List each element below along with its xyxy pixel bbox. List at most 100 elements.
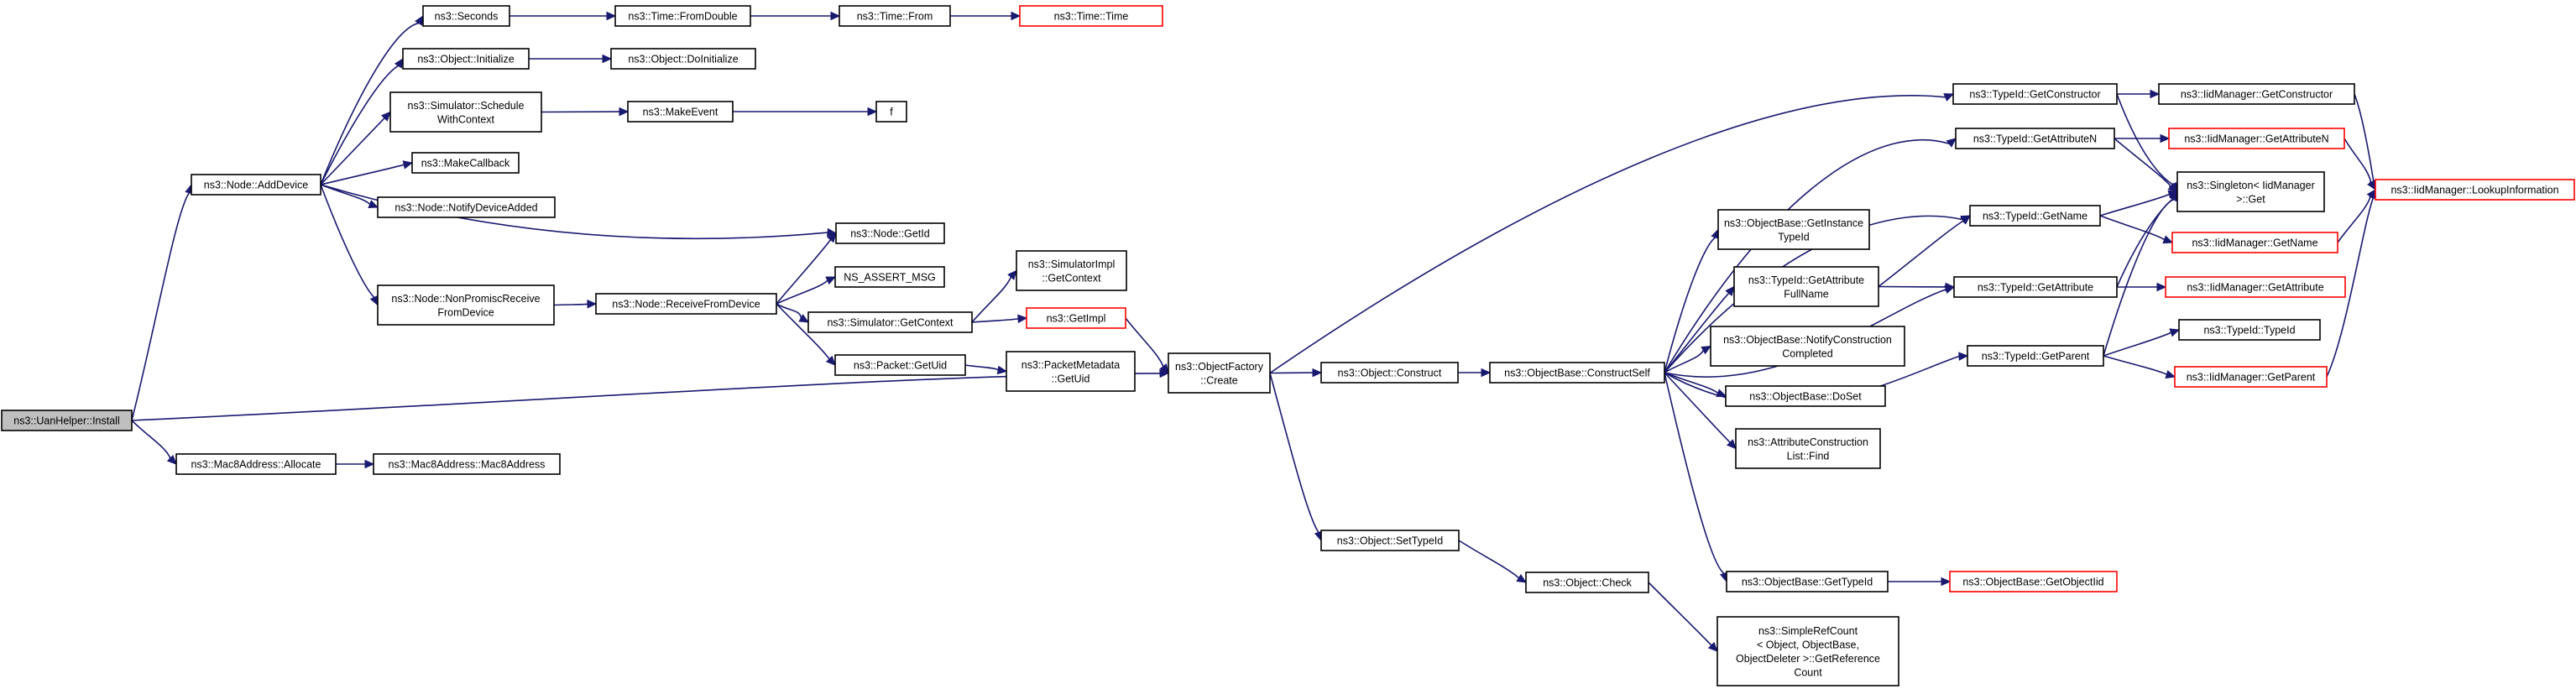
node-constructself[interactable]: ns3::ObjectBase::ConstructSelf	[1489, 362, 1665, 384]
node-box-packetgetuid	[834, 354, 966, 376]
node-simplerefcount[interactable]: ns3::SimpleRefCount< Object, ObjectBase,…	[1716, 616, 1899, 686]
node-box-mac8alloc	[175, 453, 337, 475]
arrowhead-recvfromdev-to-packetgetuid	[825, 355, 836, 366]
edge-adddevice-to-schedctx	[320, 117, 385, 185]
node-label-objdoinit-line-0: ns3::Object::DoInitialize	[628, 54, 738, 65]
arrowhead-adddevice-to-nodegetid	[827, 227, 838, 237]
node-getimpl[interactable]: ns3::GetImpl	[1026, 307, 1126, 329]
node-singletonget[interactable]: ns3::Singleton< IidManager>::Get	[2176, 171, 2325, 212]
arrowhead-adddevice-to-nonpromisc	[369, 295, 379, 306]
node-getobjectiid[interactable]: ns3::ObjectBase::GetObjectIid	[1949, 571, 2118, 592]
node-simgetctx[interactable]: ns3::Simulator::GetContext	[807, 311, 973, 333]
edge-tidgetattrfull-to-tidgetname	[1878, 220, 1964, 288]
node-objdoinit[interactable]: ns3::Object::DoInitialize	[610, 48, 756, 70]
node-iidgetparent[interactable]: ns3::IidManager::GetParent	[2174, 366, 2328, 388]
edge-tidgetname-to-iidgetname	[2099, 215, 2166, 241]
node-label-simplerefcount-line-0: ns3::SimpleRefCount	[1758, 625, 1858, 637]
edge-iidgetname-to-iidlookup	[2337, 196, 2371, 243]
node-box-tidgetname	[1969, 205, 2101, 227]
node-mac8ctor[interactable]: ns3::Mac8Address::Mac8Address	[373, 453, 561, 475]
node-box-tidgetattr	[1953, 276, 2118, 298]
node-nsassert[interactable]: NS_ASSERT_MSG	[834, 266, 945, 288]
node-box-getinsttypeid	[1717, 209, 1870, 250]
node-box-adddevice	[191, 174, 321, 196]
node-install[interactable]: ns3::UanHelper::Install	[1, 410, 133, 431]
node-objinit[interactable]: ns3::Object::Initialize	[402, 48, 530, 70]
node-objfactcreate[interactable]: ns3::ObjectFactory::Create	[1168, 352, 1271, 394]
edge-tidgetparent-to-singletonget	[2103, 198, 2175, 357]
node-box-attrconstrfind	[1735, 428, 1881, 469]
node-label-nodegetid-line-0: ns3::Node::GetId	[850, 228, 930, 240]
node-box-notifyconstr	[1710, 326, 1905, 367]
node-packetgetuid[interactable]: ns3::Packet::GetUid	[834, 354, 966, 376]
node-tidgetparent[interactable]: ns3::TypeId::GetParent	[1967, 345, 2104, 367]
arrowhead-getimpl-to-objfactcreate	[1159, 363, 1169, 374]
node-label-f-line-0: f	[890, 107, 893, 118]
edge-constructself-to-notifyconstr	[1664, 350, 1705, 373]
node-makeevent[interactable]: ns3::MakeEvent	[627, 101, 734, 123]
arrowhead-tidgetattrn-to-iidgetattrn	[2160, 133, 2171, 144]
node-label-schedctx-line-0: ns3::Simulator::Schedule	[408, 100, 525, 112]
arrowhead-adddevice-to-notifyadded	[368, 200, 379, 209]
edge-objsettypeid-to-objcheck	[1458, 540, 1520, 579]
node-objbasegettypeid[interactable]: ns3::ObjectBase::GetTypeId	[1726, 571, 1889, 592]
node-tidgetattr[interactable]: ns3::TypeId::GetAttribute	[1953, 276, 2118, 298]
node-label-getinsttypeid-line-0: ns3::ObjectBase::GetInstance	[1724, 217, 1863, 229]
node-tidtypeid[interactable]: ns3::TypeId::TypeId	[2178, 319, 2321, 341]
node-label-doset-line-0: ns3::ObjectBase::DoSet	[1749, 391, 1862, 403]
node-objconstruct[interactable]: ns3::Object::Construct	[1320, 362, 1459, 384]
node-label-makecb-line-0: ns3::MakeCallback	[421, 158, 510, 170]
node-iidgetattrn[interactable]: ns3::IidManager::GetAttributeN	[2168, 128, 2345, 149]
node-box-getimpl	[1026, 307, 1126, 329]
node-timetime[interactable]: ns3::Time::Time	[1019, 5, 1163, 27]
node-label-simgetctx-line-0: ns3::Simulator::GetContext	[827, 317, 954, 329]
edge-constructself-to-attrconstrfind	[1664, 372, 1731, 443]
node-box-objcheck	[1525, 572, 1649, 593]
edge-recvfromdev-to-simgetctx	[776, 303, 802, 319]
node-makecb[interactable]: ns3::MakeCallback	[411, 152, 520, 174]
node-label-getobjectiid-line-0: ns3::ObjectBase::GetObjectIid	[1962, 577, 2103, 588]
node-label-singletonget-line-1: >::Get	[2236, 193, 2265, 205]
edge-objcheck-to-simplerefcount	[1648, 582, 1712, 646]
node-seconds[interactable]: ns3::Seconds	[422, 5, 510, 27]
arrowhead-tidgetattrfull-to-tidgetname	[1960, 215, 1971, 225]
node-box-constructself	[1489, 362, 1665, 384]
node-box-iidgetparent	[2174, 366, 2328, 388]
arrowhead-constructself-to-attrconstrfind	[1726, 439, 1737, 450]
node-tidgetconstructor[interactable]: ns3::TypeId::GetConstructor	[1952, 83, 2118, 105]
node-recvfromdev[interactable]: ns3::Node::ReceiveFromDevice	[595, 293, 777, 315]
node-notifyadded[interactable]: ns3::Node::NotifyDeviceAdded	[377, 196, 556, 218]
node-mac8alloc[interactable]: ns3::Mac8Address::Allocate	[175, 453, 337, 475]
node-doset[interactable]: ns3::ObjectBase::DoSet	[1725, 385, 1886, 407]
node-pktmetagetuid[interactable]: ns3::PacketMetadata::GetUid	[1006, 351, 1136, 392]
node-iidgetattr[interactable]: ns3::IidManager::GetAttribute	[2165, 276, 2346, 298]
node-label-simimplgetctx-line-1: ::GetContext	[1042, 272, 1101, 284]
node-adddevice[interactable]: ns3::Node::AddDevice	[191, 174, 321, 196]
node-nodegetid[interactable]: ns3::Node::GetId	[835, 222, 945, 244]
node-label-notifyadded-line-0: ns3::Node::NotifyDeviceAdded	[394, 202, 537, 214]
node-objsettypeid[interactable]: ns3::Object::SetTypeId	[1320, 530, 1460, 551]
node-tidgetattrn[interactable]: ns3::TypeId::GetAttributeN	[1955, 128, 2115, 149]
node-iidgetconstructor[interactable]: ns3::IidManager::GetConstructor	[2158, 83, 2355, 105]
arrowhead-constructself-to-notifyconstr	[1701, 345, 1712, 355]
node-tidgetname[interactable]: ns3::TypeId::GetName	[1969, 205, 2101, 227]
node-objcheck[interactable]: ns3::Object::Check	[1525, 572, 1649, 593]
node-box-objinit	[402, 48, 530, 70]
node-iidlookup[interactable]: ns3::IidManager::LookupInformation	[2375, 179, 2575, 201]
node-f[interactable]: f	[875, 101, 907, 123]
node-label-simimplgetctx-line-0: ns3::SimulatorImpl	[1028, 258, 1116, 270]
node-timefrom[interactable]: ns3::Time::From	[839, 5, 951, 27]
node-iidgetname[interactable]: ns3::IidManager::GetName	[2171, 232, 2338, 253]
node-notifyconstr[interactable]: ns3::ObjectBase::NotifyConstructionCompl…	[1710, 326, 1905, 367]
node-label-pktmetagetuid-line-0: ns3::PacketMetadata	[1022, 359, 1120, 371]
arrowhead-mac8alloc-to-mac8ctor	[364, 459, 375, 469]
node-box-simplerefcount	[1716, 616, 1899, 686]
node-label-timefrom-line-0: ns3::Time::From	[857, 11, 933, 23]
node-fromdouble[interactable]: ns3::Time::FromDouble	[614, 5, 751, 27]
node-simimplgetctx[interactable]: ns3::SimulatorImpl::GetContext	[1016, 250, 1127, 291]
